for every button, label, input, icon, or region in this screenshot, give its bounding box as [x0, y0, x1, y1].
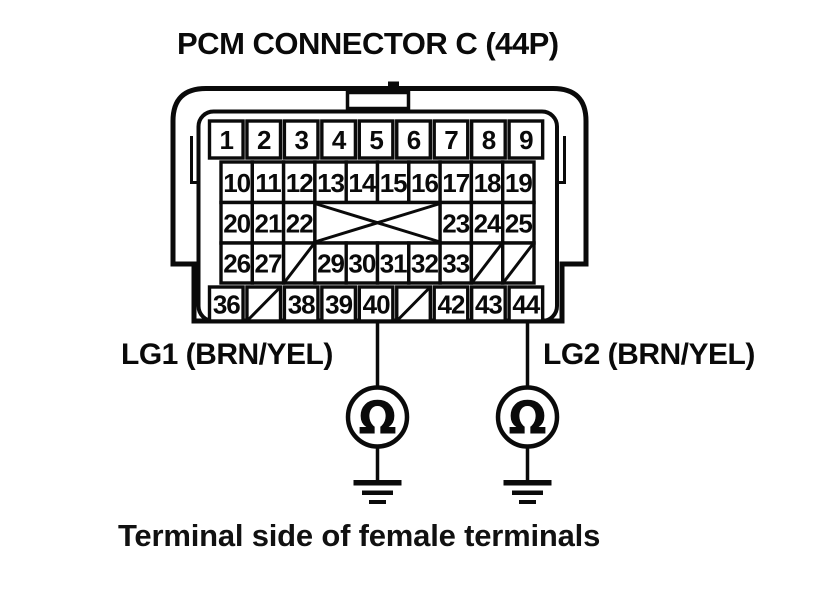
pin-cell-26	[219, 241, 254, 285]
pin-cell-4	[320, 119, 358, 160]
pin-cell-13	[313, 160, 348, 205]
pin-number: 25	[505, 208, 532, 238]
pin-number: 5	[369, 125, 383, 155]
pin-number: 3	[294, 125, 308, 155]
pin-number: 38	[288, 290, 315, 320]
pin-number: 7	[444, 125, 458, 155]
pin-cell-43	[469, 285, 507, 323]
pin-number: 26	[223, 249, 250, 279]
pin-cell-16	[407, 160, 442, 205]
pin-number: 40	[363, 290, 390, 320]
pin-cell-33	[438, 241, 474, 285]
pin-number: 29	[317, 249, 344, 279]
pin-cell-44	[507, 285, 545, 323]
pin-number: 32	[411, 249, 438, 279]
ground-icon	[503, 480, 552, 486]
pin-number: 27	[254, 249, 281, 279]
ohm-symbol: Ω	[508, 392, 546, 445]
pin-number: 1	[220, 125, 234, 155]
pin-cell-42	[432, 285, 470, 323]
right-clip	[557, 136, 566, 184]
latch-nub	[388, 81, 399, 93]
pin-number: 43	[475, 290, 502, 320]
pin-number: 8	[482, 125, 496, 155]
pin-number: 2	[257, 125, 271, 155]
pin-number: 16	[411, 168, 438, 198]
pin-number: 10	[223, 168, 250, 198]
pin-number: 39	[325, 290, 352, 320]
pin-cell-22	[281, 200, 317, 245]
pin-cell-29	[313, 241, 348, 285]
pin-number: 44	[512, 290, 540, 320]
pin-number: 31	[380, 249, 407, 279]
pin-number: 36	[213, 290, 240, 320]
pin-number: 6	[407, 125, 421, 155]
ground-icon	[353, 480, 402, 486]
latch-tab	[345, 90, 411, 111]
pin-number: 14	[348, 168, 376, 198]
pin-number: 12	[286, 168, 313, 198]
pin-number: 19	[505, 168, 532, 198]
pin-number: 42	[438, 290, 465, 320]
pin-cell-8	[469, 119, 507, 160]
pin-number: 4	[332, 125, 347, 155]
slash-mark	[283, 243, 315, 283]
diagram-caption: Terminal side of female terminals	[118, 518, 601, 553]
pin-cell-3	[282, 119, 320, 160]
wire-label-lg2: LG2 (BRN/YEL)	[543, 338, 755, 371]
pin-cell-39	[320, 285, 358, 323]
probe-44: Ω	[495, 321, 560, 504]
pin-cell-5	[357, 119, 395, 160]
ground-icon	[519, 500, 536, 504]
pin-number: 33	[442, 249, 469, 279]
pin-cell-2	[245, 119, 283, 160]
slash-mark	[471, 243, 503, 283]
pin-number: 20	[223, 208, 250, 238]
pin-cell-6	[395, 119, 432, 160]
ground-icon	[362, 490, 393, 495]
ground-icon	[369, 500, 386, 504]
wire-label-lg1: LG1 (BRN/YEL)	[121, 338, 333, 371]
pin-number: 30	[348, 249, 375, 279]
slash-mark	[247, 287, 281, 321]
pin-number: 9	[519, 125, 533, 155]
pin-cell-1	[207, 119, 245, 160]
slash-mark	[397, 287, 430, 321]
pin-cell-20	[219, 200, 254, 245]
pin-number: 17	[442, 168, 469, 198]
pin-number: 13	[317, 168, 344, 198]
ground-icon	[512, 490, 543, 495]
pin-cell-18	[469, 160, 505, 205]
left-clip	[190, 136, 199, 184]
diagram-title: PCM CONNECTOR C (44P)	[177, 26, 559, 61]
ohm-symbol: Ω	[358, 392, 396, 445]
pin-number: 21	[254, 208, 281, 238]
pin-cell-36	[207, 285, 245, 323]
pin-cell-7	[432, 119, 470, 160]
pin-cell-19	[501, 160, 536, 205]
pin-number: 23	[442, 208, 469, 238]
pin-number: 15	[380, 168, 407, 198]
pin-cell-9	[507, 119, 545, 160]
pin-number: 18	[474, 168, 501, 198]
x-mark	[315, 202, 440, 243]
pin-number: 11	[255, 168, 281, 198]
connector-outer-shell	[170, 86, 589, 324]
pin-number: 24	[474, 208, 502, 238]
slash-mark	[503, 243, 534, 283]
pin-cell-38	[282, 285, 320, 323]
probe-40: Ω	[345, 321, 410, 504]
pin-cell-14	[344, 160, 380, 205]
pin-cell-25	[501, 200, 536, 245]
pin-number: 22	[286, 208, 313, 238]
pin-cell-31	[375, 241, 411, 285]
